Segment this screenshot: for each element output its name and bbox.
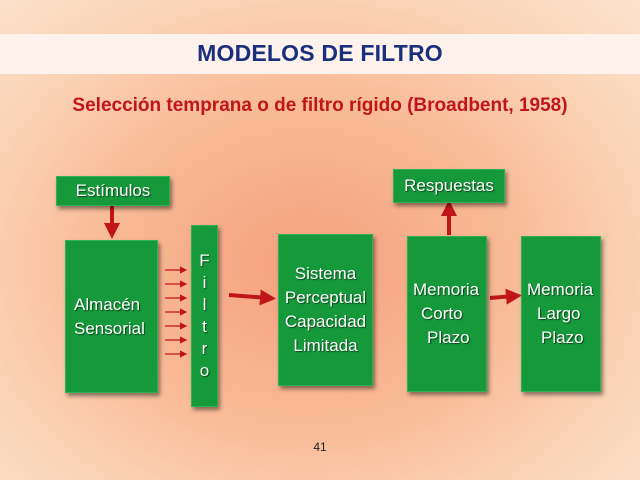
memoria-largo-line2: Largo bbox=[537, 304, 581, 323]
almacen-sensorial-box: Almacén Sensorial bbox=[65, 240, 158, 393]
sensory-input-arrows bbox=[165, 266, 188, 358]
memoria-largo-plazo-box: Memoria Largo Plazo bbox=[521, 236, 601, 392]
almacen-label-line2: Sensorial bbox=[74, 318, 145, 338]
arrow-filtro-to-sistema bbox=[228, 289, 276, 306]
memoria-largo-line1: Memoria bbox=[527, 280, 594, 299]
filtro-letter: t bbox=[202, 317, 207, 336]
memoria-corto-line2: Corto bbox=[421, 304, 463, 323]
arrow-corto-to-largo bbox=[489, 288, 522, 305]
memoria-largo-line3: Plazo bbox=[541, 328, 584, 347]
filtro-letter: l bbox=[202, 295, 207, 314]
slide-title: MODELOS DE FILTRO bbox=[197, 40, 443, 66]
filtro-letter: F bbox=[199, 251, 210, 270]
estimulos-label: Estímulos bbox=[75, 181, 151, 200]
memoria-corto-line1: Memoria bbox=[413, 280, 480, 299]
sistema-label-line1: Sistema bbox=[294, 264, 357, 283]
filtro-box: F i l t r o bbox=[191, 225, 218, 407]
filtro-letter: o bbox=[199, 361, 210, 380]
respuestas-label: Respuestas bbox=[404, 176, 494, 195]
slide-subtitle: Selección temprana o de filtro rígido (B… bbox=[72, 95, 568, 116]
respuestas-box: Respuestas bbox=[393, 169, 505, 203]
memoria-corto-line3: Plazo bbox=[427, 328, 470, 347]
memoria-corto-plazo-box: Memoria Corto Plazo bbox=[407, 236, 487, 392]
sistema-label-line2: Perceptual bbox=[284, 288, 367, 307]
estimulos-box: Estímulos bbox=[56, 176, 170, 206]
sistema-perceptual-box: Sistema Perceptual Capacidad Limitada bbox=[278, 234, 373, 386]
almacen-label-line1: Almacén bbox=[74, 294, 141, 314]
sistema-label-line3: Capacidad bbox=[284, 312, 367, 331]
filtro-letter: r bbox=[201, 339, 208, 358]
filtro-letter: i bbox=[202, 273, 207, 292]
title-band bbox=[0, 34, 640, 74]
page-number: 41 bbox=[313, 440, 327, 454]
sistema-label-line4: Limitada bbox=[293, 336, 358, 355]
